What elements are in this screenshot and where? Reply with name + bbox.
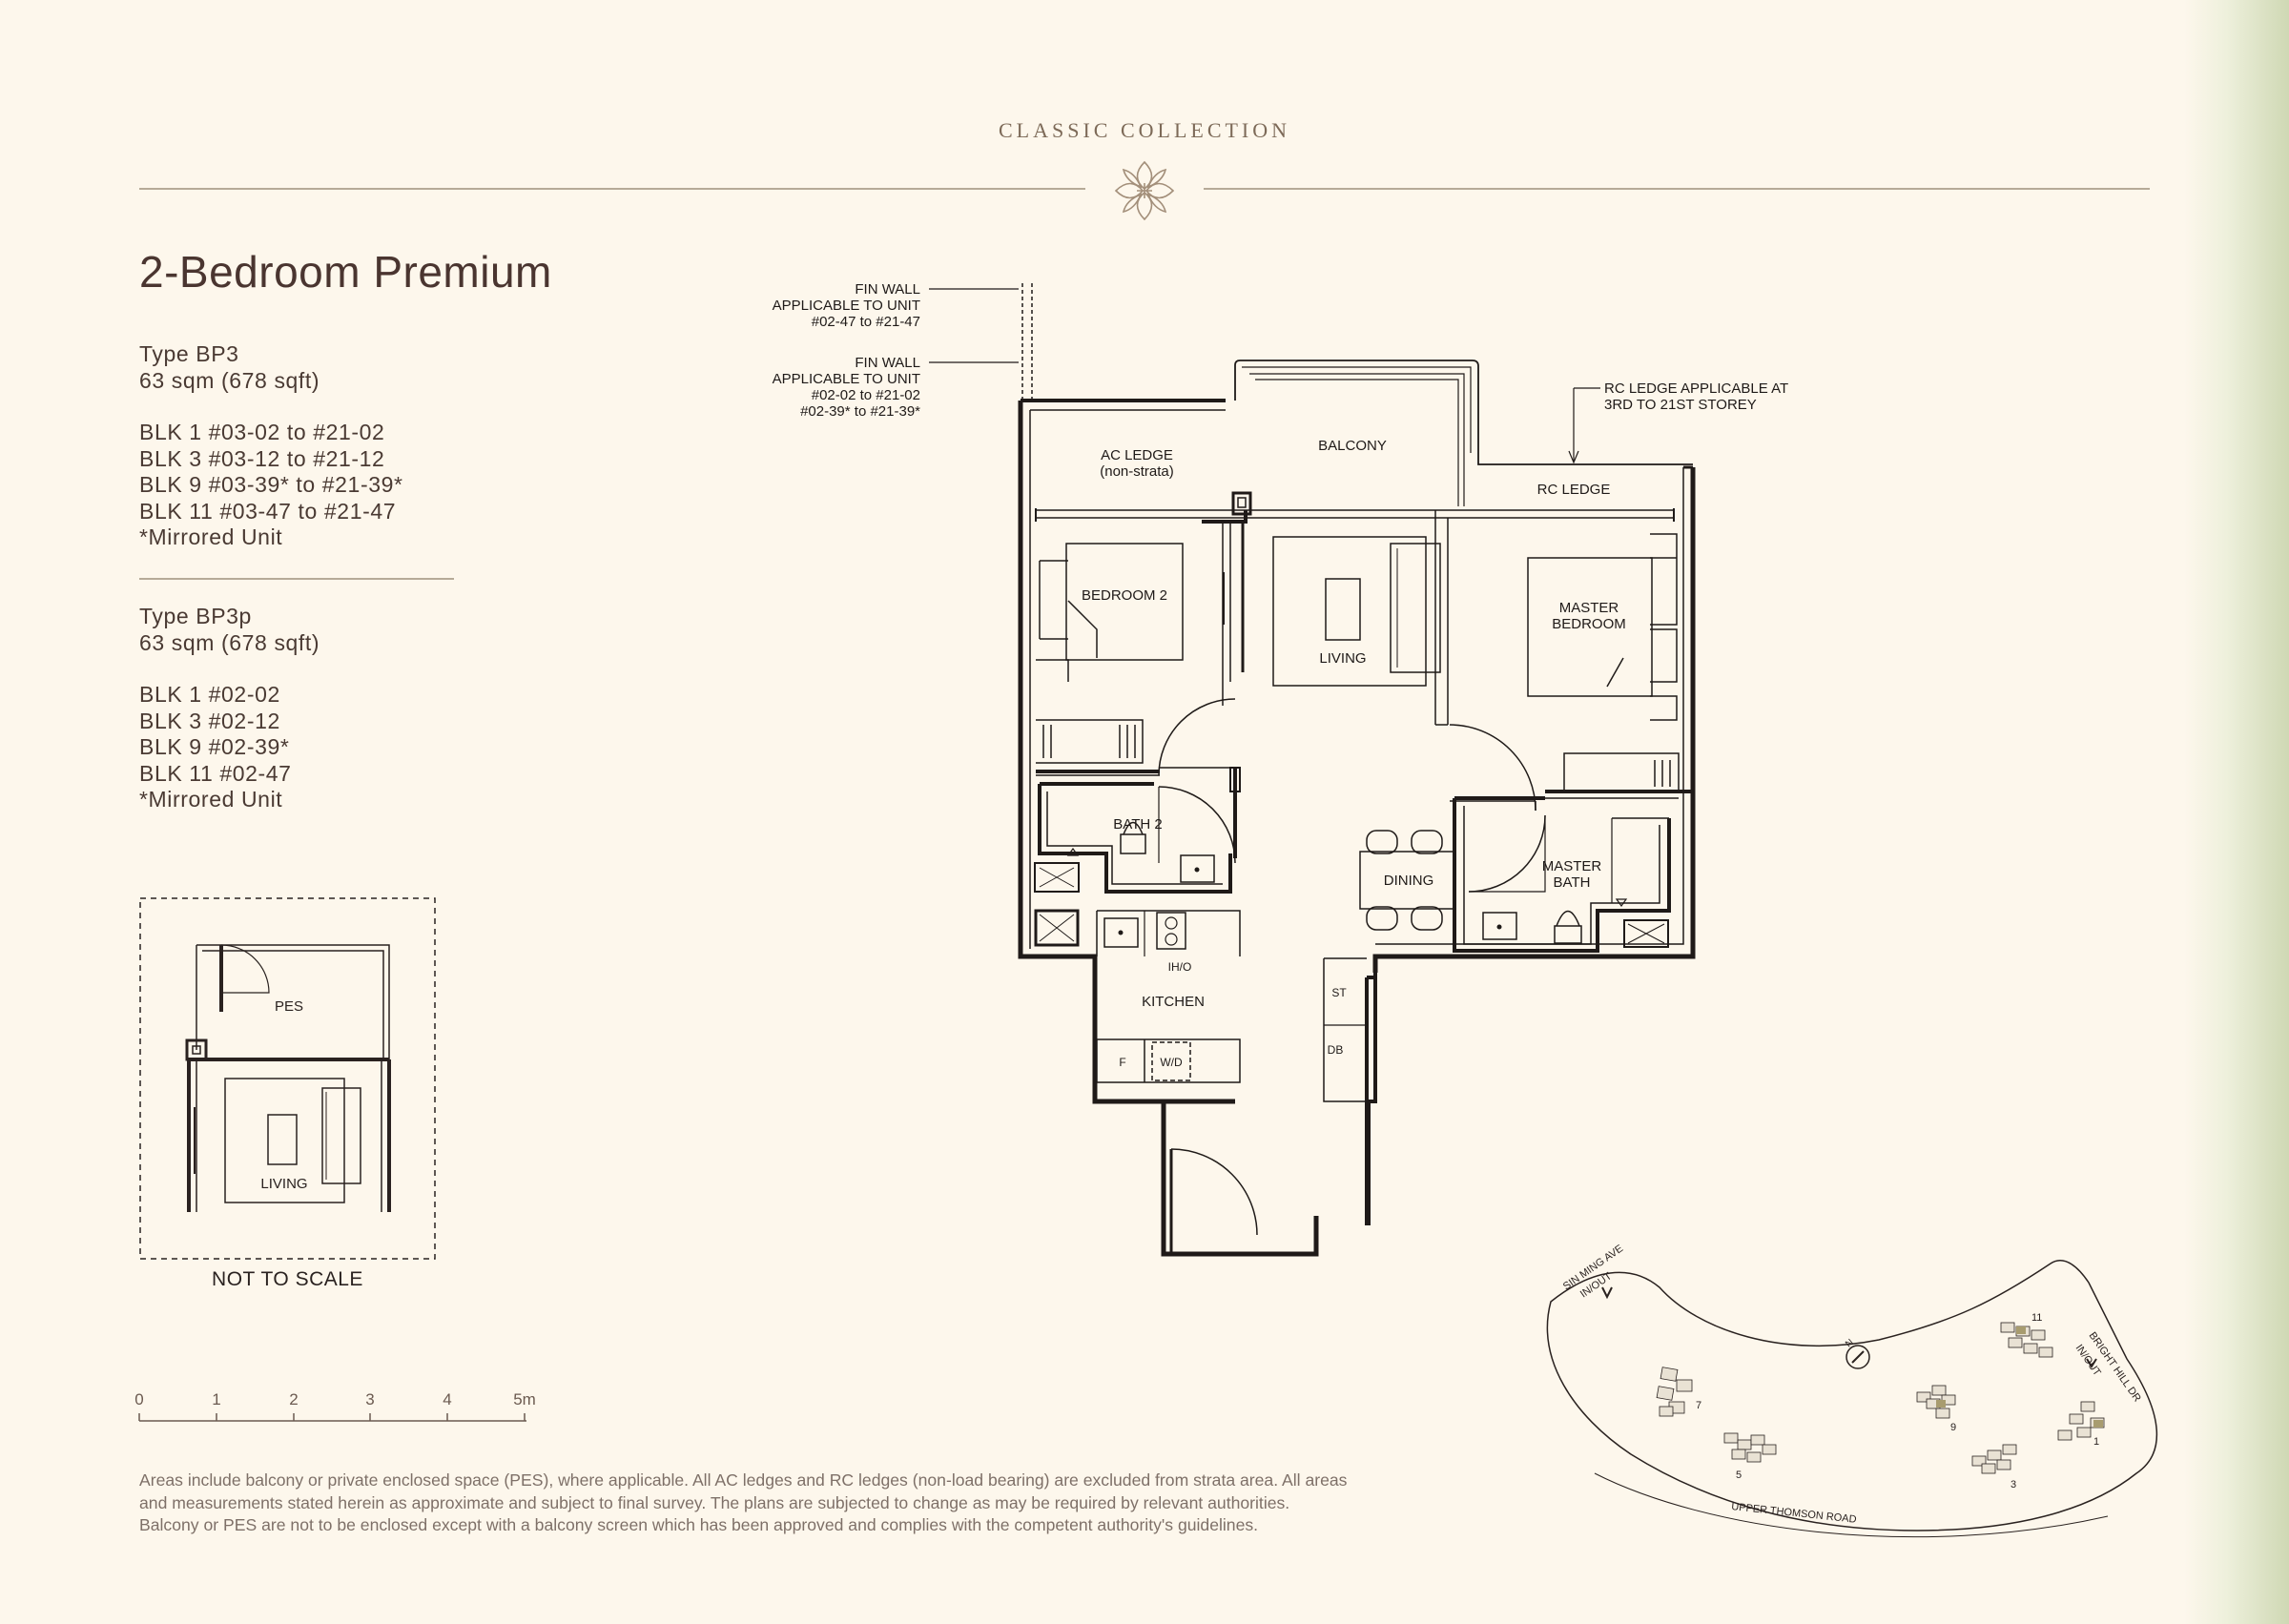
block-label: 9	[1950, 1422, 1956, 1433]
type-area: 63 sqm (678 sqft)	[139, 629, 320, 655]
unit-range: BLK 1 #03-02 to #21-02	[139, 420, 385, 444]
unit-range: BLK 9 #03-39* to #21-39*	[139, 472, 403, 497]
rc-ledge-note: RC LEDGE APPLICABLE AT	[1604, 380, 1788, 397]
store-label: ST	[1331, 986, 1347, 999]
unit-range: BLK 3 #02-12	[139, 708, 280, 733]
washer-dryer-label: W/D	[1160, 1056, 1183, 1069]
scale-bar: 0 1 2 3 4 5m	[134, 1390, 536, 1422]
bath2-label: BATH 2	[1113, 816, 1162, 833]
fin-wall-label: #02-47 to #21-47	[812, 314, 920, 330]
scale-tick: 5m	[513, 1390, 536, 1408]
pes-living-label: LIVING	[260, 1176, 307, 1192]
iho-label: IH/O	[1168, 960, 1192, 974]
floor-plan: FIN WALL APPLICABLE TO UNIT #02-47 to #2…	[773, 281, 1788, 1257]
fin-wall-label: APPLICABLE TO UNIT	[773, 298, 920, 314]
master-bath-label: MASTER	[1542, 858, 1602, 874]
balcony-label: BALCONY	[1318, 438, 1387, 454]
unit-title: 2-Bedroom Premium	[139, 247, 552, 297]
kitchen-label: KITCHEN	[1142, 994, 1205, 1010]
ac-ledge-label: AC LEDGE	[1101, 447, 1173, 463]
unit-range: BLK 3 #03-12 to #21-12	[139, 445, 385, 471]
scale-tick: 4	[443, 1390, 451, 1408]
ac-ledge-label: (non-strata)	[1100, 463, 1174, 480]
fin-wall-label: #02-02 to #21-02	[812, 387, 920, 403]
type-name: Type BP3p	[139, 604, 252, 628]
scale-tick: 0	[134, 1390, 143, 1408]
unit-range: BLK 9 #02-39*	[139, 734, 290, 759]
dining-label: DINING	[1384, 873, 1434, 889]
fin-wall-label: FIN WALL	[855, 281, 920, 298]
type-bp3-info: Type BP3 63 sqm (678 sqft) BLK 1 #03-02 …	[139, 341, 403, 551]
disclaimer-line: Areas include balcony or private enclose…	[139, 1470, 1348, 1490]
mirrored-note: *Mirrored Unit	[139, 524, 283, 549]
scale-tick: 2	[289, 1390, 298, 1408]
fin-wall-label: APPLICABLE TO UNIT	[773, 371, 920, 387]
rc-ledge-label: RC LEDGE	[1537, 482, 1611, 498]
fin-wall-label: #02-39* to #21-39*	[800, 403, 920, 420]
disclaimer-line: and measurements stated herein as approx…	[139, 1492, 1290, 1512]
info-divider	[139, 578, 454, 580]
master-bath-label: BATH	[1554, 874, 1591, 891]
not-to-scale-caption: NOT TO SCALE	[212, 1268, 363, 1290]
header-rule-right	[1204, 188, 2150, 190]
db-label: DB	[1328, 1043, 1344, 1057]
unit-range: BLK 1 #02-02	[139, 682, 280, 707]
emblem-icon	[1114, 160, 1175, 221]
master-bedroom-label: BEDROOM	[1552, 616, 1626, 632]
living-label: LIVING	[1319, 650, 1366, 667]
type-area: 63 sqm (678 sqft)	[139, 367, 320, 393]
block-label: 1	[2093, 1436, 2099, 1448]
pes-label: PES	[275, 998, 303, 1015]
block-label: 3	[2011, 1479, 2016, 1490]
fridge-label: F	[1119, 1056, 1125, 1069]
mirrored-note: *Mirrored Unit	[139, 787, 283, 812]
disclaimer: Areas include balcony or private enclose…	[139, 1470, 1627, 1537]
scale-tick: 1	[212, 1390, 220, 1408]
block-label: 7	[1696, 1400, 1701, 1411]
site-plan: SIN MING AVE IN/OUT BRIGHT HILL DR IN/OU…	[1546, 1244, 2158, 1538]
header-rule-left	[139, 188, 1085, 190]
type-bp3p-info: Type BP3p 63 sqm (678 sqft) BLK 1 #02-02…	[139, 604, 320, 813]
master-bedroom-label: MASTER	[1559, 600, 1619, 616]
fin-wall-label: FIN WALL	[855, 355, 920, 371]
unit-range: BLK 11 #02-47	[139, 760, 292, 786]
collection-title: CLASSIC COLLECTION	[998, 118, 1291, 142]
north-label: N	[1844, 1337, 1856, 1349]
pes-inset-plan: PES LIVING	[139, 897, 436, 1260]
block-label: 11	[2031, 1312, 2042, 1324]
type-name: Type BP3	[139, 341, 239, 366]
block-label: 5	[1736, 1470, 1742, 1481]
scale-tick: 3	[365, 1390, 374, 1408]
rc-ledge-note: 3RD TO 21ST STOREY	[1604, 397, 1757, 413]
unit-range: BLK 11 #03-47 to #21-47	[139, 498, 397, 524]
disclaimer-line: Balcony or PES are not to be enclosed ex…	[139, 1515, 1259, 1534]
bedroom2-label: BEDROOM 2	[1082, 587, 1167, 604]
page-edge-gradient	[2184, 0, 2289, 1624]
